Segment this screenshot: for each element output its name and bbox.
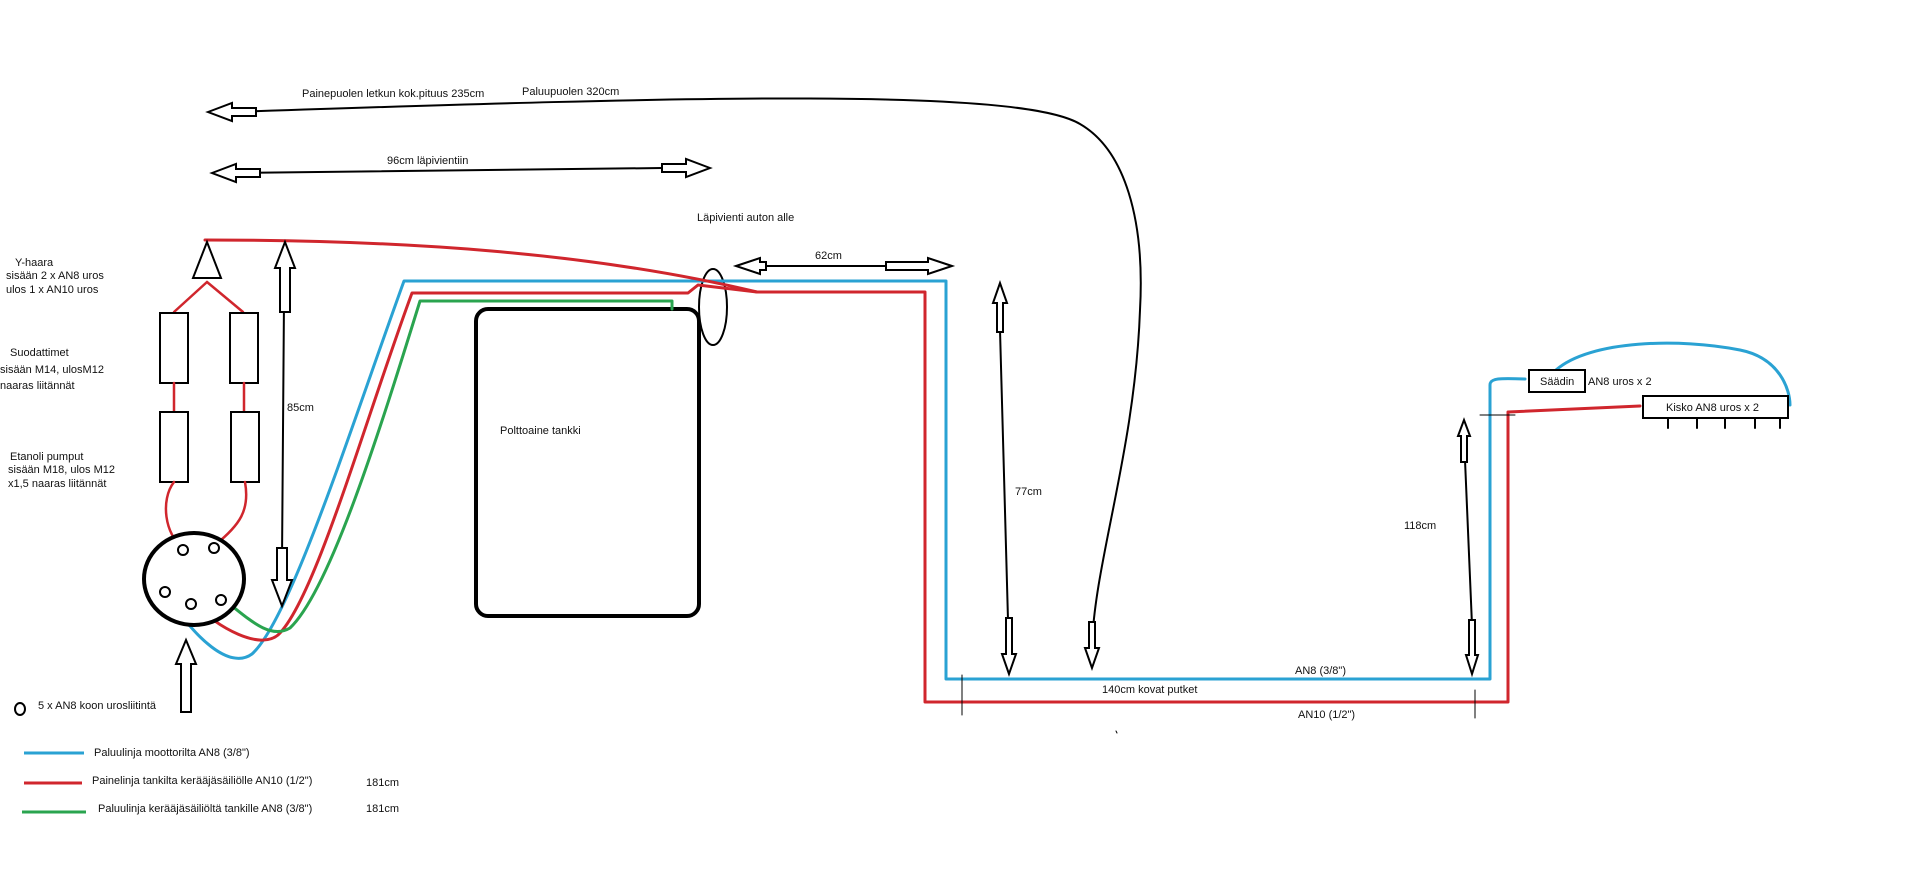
arrow-96cm xyxy=(209,157,713,184)
stray-mark xyxy=(1115,730,1118,734)
label-pumps-in: sisään M18, ulos M12 xyxy=(8,464,115,476)
legend-green-length: 181cm xyxy=(366,803,399,815)
pressure-line-red xyxy=(188,283,1642,704)
collector-tank xyxy=(142,531,246,627)
fuel-lines xyxy=(163,238,1792,704)
label-y-branch-title: Y-haara xyxy=(15,257,54,269)
return-line-engine-blue xyxy=(163,279,1527,681)
label-an10: AN10 (1/2") xyxy=(1298,709,1355,721)
label-pumps-out: x1,5 naaras liitännät xyxy=(8,478,106,490)
blue-regulator-to-rail xyxy=(1554,341,1792,407)
legend-fitting-label: 5 x AN8 koon urosliitintä xyxy=(38,700,157,712)
regulator xyxy=(1528,369,1586,393)
fuel-rail xyxy=(1642,395,1789,429)
arrow-77cm xyxy=(991,279,1018,678)
label-85cm: 85cm xyxy=(287,402,314,414)
label-passthrough: Läpivienti auton alle xyxy=(697,212,794,224)
label-96cm: 96cm läpivientiin xyxy=(387,155,468,167)
label-filters-out: naaras liitännät xyxy=(0,380,75,392)
legend-green-label: Paluulinja kerääjäsäiliöltä tankille AN8… xyxy=(98,803,312,815)
label-pressure-length: Painepuolen letkun kok.pituus 235cm xyxy=(302,88,484,100)
label-y-branch-out: ulos 1 x AN10 uros xyxy=(6,284,99,296)
label-118cm: 118cm xyxy=(1404,520,1436,532)
label-rail: Kisko AN8 uros x 2 xyxy=(1666,402,1759,414)
filters xyxy=(159,312,259,414)
arrow-62cm xyxy=(732,256,956,276)
legend-blue-label: Paluulinja moottorilta AN8 (3/8") xyxy=(94,747,250,759)
legend xyxy=(14,702,86,814)
fitting-symbol xyxy=(14,702,26,716)
label-tank: Polttoaine tankki xyxy=(500,425,581,437)
arrow-total-length xyxy=(205,97,1142,672)
label-an8: AN8 (3/8") xyxy=(1295,665,1346,677)
label-return-length: Paluupuolen 320cm xyxy=(522,86,619,98)
label-77cm: 77cm xyxy=(1015,486,1042,498)
label-hard-pipes: 140cm kovat putket xyxy=(1102,684,1197,696)
legend-red-label: Painelinja tankilta kerääjäsäiliölle AN1… xyxy=(92,775,312,787)
arrow-118cm xyxy=(1456,417,1480,678)
arrow-85cm xyxy=(270,239,297,609)
label-pumps-title: Etanoli pumput xyxy=(10,451,83,463)
label-regulator-fittings: AN8 uros x 2 xyxy=(1588,376,1652,388)
y-branch xyxy=(172,239,245,314)
fuel-tank xyxy=(474,307,701,618)
label-filters-in: sisään M14, ulosM12 xyxy=(0,364,104,376)
label-regulator: Säädin xyxy=(1540,376,1574,388)
arrow-collector-bottom xyxy=(174,637,198,713)
return-line-green xyxy=(220,299,674,634)
label-y-branch-in: sisään 2 x AN8 uros xyxy=(6,270,104,282)
pumps xyxy=(159,411,260,550)
label-62cm: 62cm xyxy=(815,250,842,262)
pressure-line-red-top xyxy=(203,238,759,294)
label-filters-title: Suodattimet xyxy=(10,347,69,359)
legend-red-length: 181cm xyxy=(366,777,399,789)
